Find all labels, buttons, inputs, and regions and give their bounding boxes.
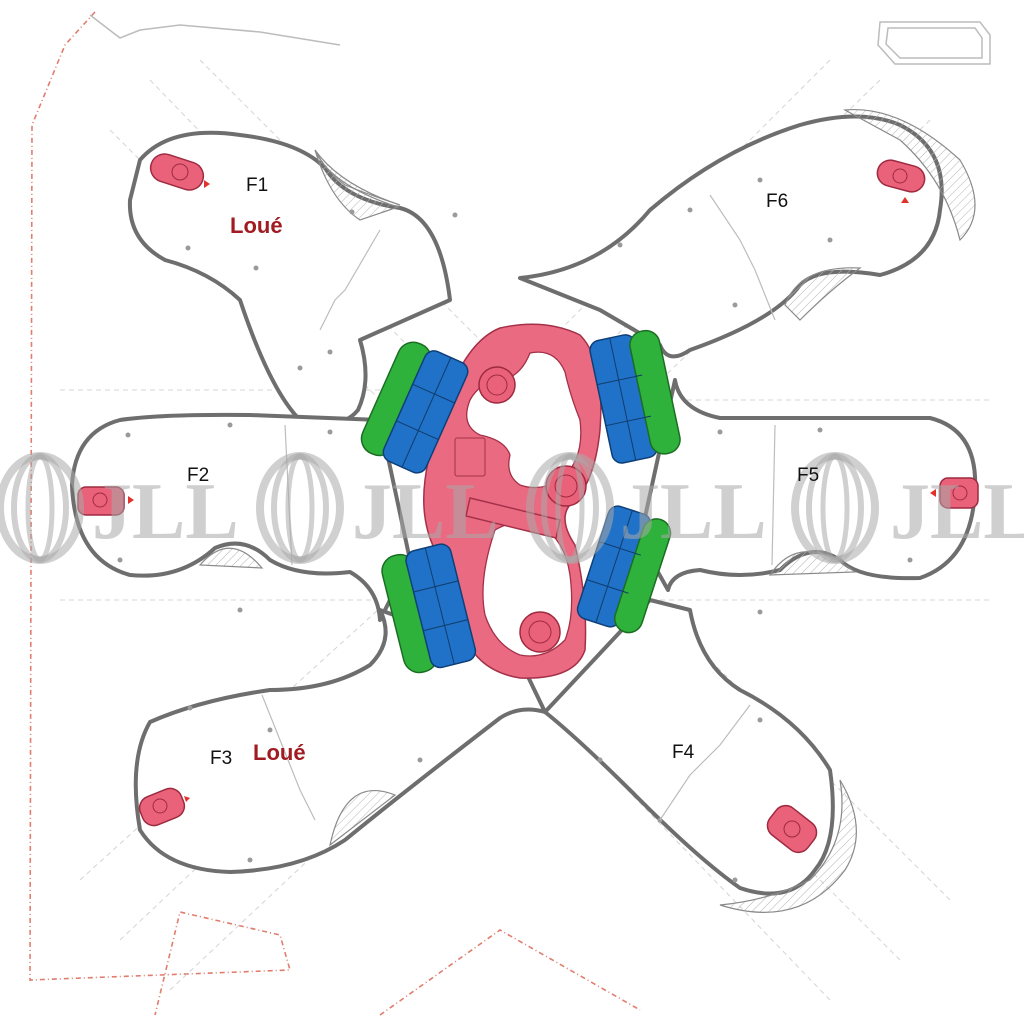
stair-f1-icon [149,153,210,191]
watermark-text-4: JLL [890,468,1024,556]
wing-f6-outline [518,114,944,359]
watermark-text-3: JLL [620,468,767,556]
central-core [423,323,602,679]
wing-f5-outline [638,378,978,592]
service-blocks [360,329,681,674]
terraces [198,108,976,913]
jll-logo-left: JLL [0,452,239,564]
service-block-nw [360,341,469,474]
wing-label-f4[interactable]: F4 [672,742,695,763]
site-boundary [29,11,991,1016]
jll-logo-right: JLL [791,452,1024,564]
wing-label-f3[interactable]: F3 [210,748,232,769]
core-stair-icon [478,366,587,653]
wing-label-f2[interactable]: F2 [187,465,209,486]
watermark-text-1: JLL [92,468,239,556]
stair-f6-icon [876,159,926,203]
status-label-f1: Loué [230,213,283,238]
service-block-se [576,505,672,634]
service-block-ne [589,329,681,464]
jll-logo-center-right: JLL [526,452,767,564]
wing-f4-outline [543,598,835,896]
wing-f3-outline [133,608,547,874]
service-block-sw [381,543,477,674]
wing-label-f1[interactable]: F1 [246,175,268,196]
stair-f5-icon [930,477,979,509]
wing-label-f6[interactable]: F6 [766,191,788,212]
stair-f3-icon [138,787,190,827]
jll-watermark: JLL JLL JLL JLL [0,452,1024,564]
jll-logo-center: JLL [256,452,499,564]
wing-labels: F1 Loué F6 F2 F5 F3 Loué F4 [187,175,819,769]
wing-label-f5[interactable]: F5 [797,465,819,486]
columns [117,177,913,883]
watermark-text-2: JLL [352,468,499,556]
status-label-f3: Loué [253,740,306,765]
stair-f4-icon [766,804,818,854]
wing-stairs [77,153,979,854]
